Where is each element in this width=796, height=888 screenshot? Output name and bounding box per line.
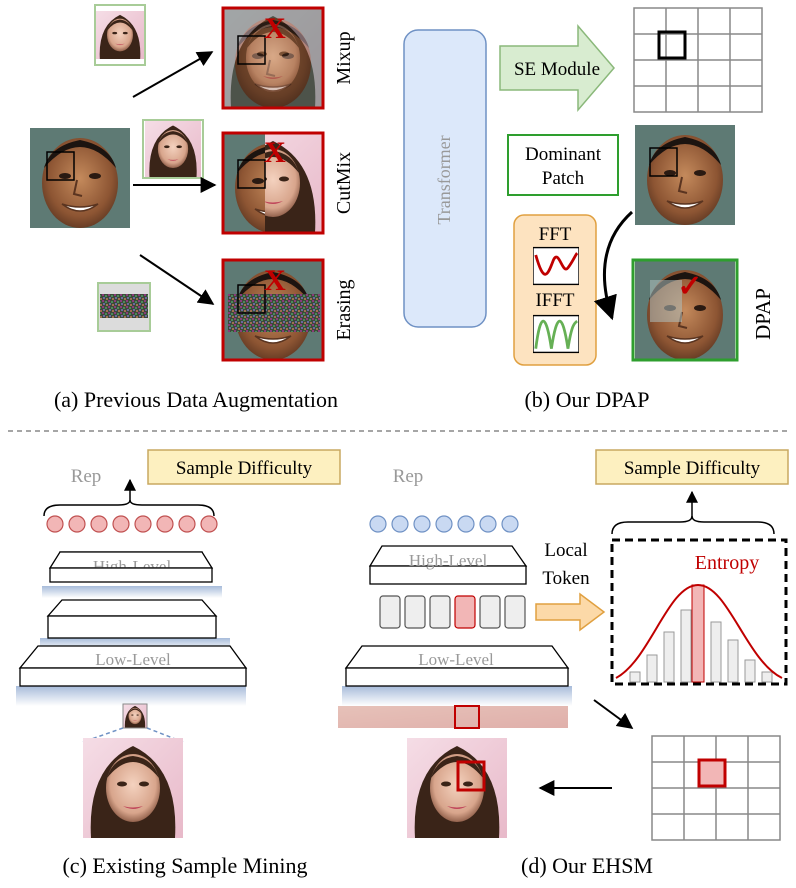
reject-mark-cutmix: X [264, 136, 286, 169]
input-patch-strip [338, 705, 568, 729]
dominant-patch-line1: Dominant [525, 144, 602, 165]
erasing-noise-thumbnail [97, 282, 151, 332]
dominant-patch-line2: Patch [542, 168, 585, 189]
local-token-arrow [535, 592, 606, 632]
network-layers-c: High-Level Low-Level [16, 551, 248, 706]
local-token-line1: Local [544, 540, 587, 561]
output-face-image-d [407, 738, 507, 838]
low-level-label-c: Low-Level [95, 650, 171, 669]
network-layers-d: High-Level Low-Level [342, 545, 572, 706]
dominant-patch-box [507, 134, 619, 196]
fft-waveform-icon [533, 246, 579, 286]
hard-local-token [454, 595, 476, 629]
transformer-block [403, 29, 487, 328]
mixup-output-image: X [221, 6, 325, 110]
rep-label-d: Rep [393, 466, 424, 487]
entropy-histogram: Entropy [610, 538, 788, 686]
erasing-output-image: X [221, 258, 325, 362]
panel-d-ehsm: Rep High-Level Low-Level [338, 449, 789, 878]
panel-c-existing-sample-mining: Rep Sample Difficulty High-Level [16, 449, 341, 878]
panel-b-caption: (b) Our DPAP [524, 387, 649, 412]
se-module-arrow [499, 23, 615, 113]
panel-d-caption: (d) Our EHSM [521, 853, 653, 878]
sample-difficulty-box-c [147, 449, 341, 485]
input-face-thumbnail-c [122, 703, 148, 729]
erasing-label: Erasing [333, 279, 355, 340]
arrow-to-erasing [139, 254, 215, 305]
reject-mark-mixup: X [264, 12, 286, 45]
sample-difficulty-label-d: Sample Difficulty [624, 458, 761, 479]
transformer-label: Transformer [434, 135, 454, 224]
attention-grid [633, 7, 763, 113]
cutmix-output-image: X [221, 131, 325, 235]
rep-token-row-c [46, 515, 218, 533]
brace-c [43, 499, 215, 517]
dominant-patch-face [635, 125, 735, 225]
dominant-patch-highlight [657, 30, 687, 60]
rep-token-row-d [369, 515, 519, 533]
entropy-label: Entropy [695, 552, 759, 574]
input-face-image-c [83, 738, 183, 838]
fft-label: FFT [539, 224, 572, 245]
high-level-label-d: High-Level [409, 551, 488, 570]
accept-check-icon: ✓ [677, 270, 702, 303]
arrow-to-mixup [132, 51, 214, 98]
panel-b-dpap: Transformer SE Module Dominant Patch FFT… [403, 7, 775, 412]
local-token-line2: Token [542, 568, 590, 589]
source-face-image [30, 128, 130, 228]
low-level-label-d: Low-Level [418, 650, 494, 669]
dpap-label: DPAP [751, 288, 775, 340]
ifft-label: IFFT [535, 290, 574, 311]
sample-difficulty-box-d [595, 449, 789, 485]
panel-a-previous-augmentation: X X X Mixup CutMix Erasing (a) Previous … [30, 4, 355, 412]
max-entropy-bar [691, 584, 705, 683]
reject-mark-erasing: X [264, 264, 286, 297]
curved-arrow-to-dpap [593, 210, 634, 321]
cutmix-source-thumbnail [142, 119, 204, 179]
sample-difficulty-label-c: Sample Difficulty [176, 458, 313, 479]
rep-label-c: Rep [71, 466, 102, 487]
panel-c-caption: (c) Existing Sample Mining [62, 853, 307, 878]
hard-patch-highlight [697, 758, 727, 788]
dpap-output-image: ✓ [631, 258, 739, 362]
arrow-to-patch-grid [593, 699, 634, 729]
mixup-source-thumbnail [94, 4, 146, 66]
mixup-label: Mixup [333, 31, 355, 84]
se-module-label: SE Module [514, 59, 600, 80]
ifft-waveform-icon [533, 314, 579, 354]
brace-d [611, 515, 775, 535]
panel-a-caption: (a) Previous Data Augmentation [54, 387, 338, 412]
cutmix-label: CutMix [333, 152, 355, 214]
patch-selection-grid [651, 735, 781, 841]
